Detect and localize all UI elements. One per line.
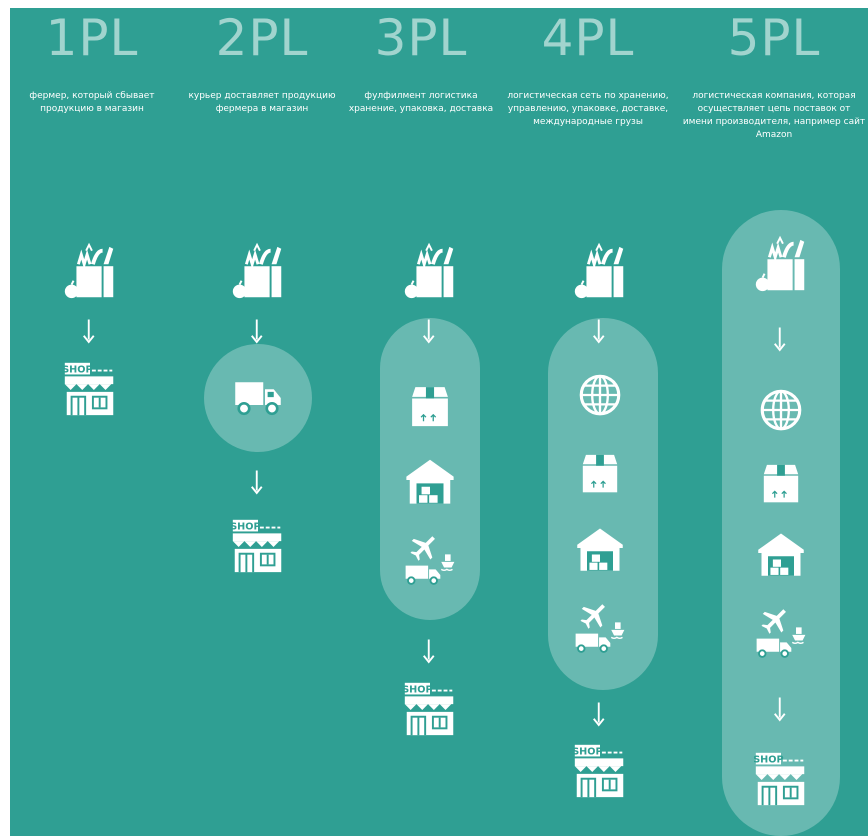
- arrow-down-icon: [761, 320, 801, 360]
- box-icon: [404, 379, 456, 431]
- globe-icon: [575, 370, 625, 420]
- arrow-down-icon: [410, 632, 450, 672]
- shop-icon: SHOP: [227, 514, 289, 576]
- column-description: курьер доставляет продукцию фермера в ма…: [188, 91, 336, 114]
- service-capsule: [722, 210, 840, 836]
- svg-text:SHOP: SHOP: [230, 522, 260, 533]
- column-description: фулфилмент логистика хранение, упаковка,…: [348, 91, 494, 114]
- column-title: 1PL: [45, 9, 139, 67]
- column-title: 2PL: [215, 9, 309, 67]
- grocery-bag-icon: [227, 241, 289, 303]
- grocery-bag-icon: [399, 241, 461, 303]
- service-capsule: [548, 318, 658, 690]
- svg-text:SHOP: SHOP: [572, 747, 602, 758]
- truck-icon: [230, 370, 286, 426]
- shop-icon: SHOP: [59, 357, 121, 419]
- grocery-bag-icon: [750, 234, 812, 296]
- column-title: 4PL: [541, 9, 635, 67]
- shop-icon: SHOP: [399, 677, 461, 739]
- shop-icon: SHOP: [569, 739, 631, 801]
- column-description: логистическая компания, которая осуществ…: [682, 91, 866, 140]
- globe-icon: [756, 385, 806, 435]
- arrow-down-icon: [580, 312, 620, 352]
- column-5pl: 5PL логистическая компания, которая осуще…: [680, 0, 868, 828]
- box-icon: [575, 447, 625, 497]
- arrow-down-icon: [580, 695, 620, 735]
- svg-text:SHOP: SHOP: [402, 685, 432, 696]
- svg-text:SHOP: SHOP: [62, 365, 92, 376]
- column-4pl: 4PL логистическая сеть по хранению, управ…: [498, 0, 678, 828]
- column-description: логистическая сеть по хранению, управлен…: [507, 91, 669, 127]
- svg-text:SHOP: SHOP: [753, 755, 783, 766]
- warehouse-icon: [403, 453, 457, 507]
- plane-truck-ship-icon: [400, 530, 460, 590]
- arrow-down-icon: [238, 463, 278, 503]
- arrow-down-icon: [70, 312, 110, 352]
- grocery-bag-icon: [59, 241, 121, 303]
- column-title: 5PL: [727, 9, 821, 67]
- plane-truck-ship-icon: [570, 598, 630, 658]
- plane-truck-ship-icon: [751, 603, 811, 663]
- box-icon: [756, 457, 806, 507]
- arrow-down-icon: [238, 312, 278, 352]
- arrow-down-icon: [410, 312, 450, 352]
- column-title: 3PL: [374, 9, 468, 67]
- shop-icon: SHOP: [750, 747, 812, 809]
- warehouse-icon: [574, 522, 626, 574]
- grocery-bag-icon: [569, 241, 631, 303]
- column-1pl: 1PL фермер, который сбывает продукцию в м…: [10, 0, 174, 828]
- column-description: фермер, который сбывает продукцию в мага…: [29, 91, 155, 114]
- warehouse-icon: [755, 527, 807, 579]
- column-3pl: 3PL фулфилмент логистика хранение, упаков…: [337, 0, 505, 828]
- column-2pl: 2PL курьер доставляет продукцию фермера в…: [180, 0, 344, 828]
- arrow-down-icon: [761, 690, 801, 730]
